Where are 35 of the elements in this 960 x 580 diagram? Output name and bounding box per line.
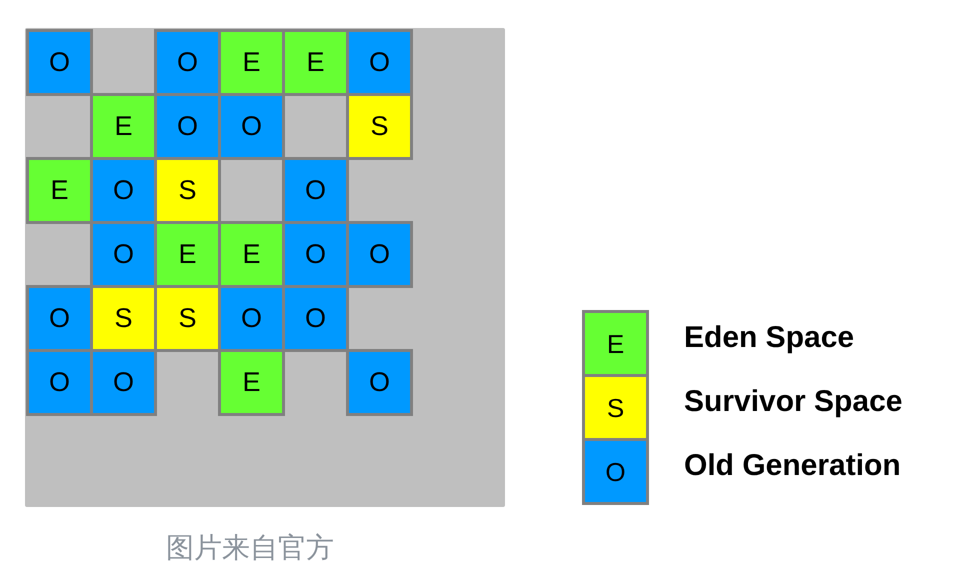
legend-label: Eden Space xyxy=(684,320,854,356)
region-box: O xyxy=(26,285,93,352)
region-box: O xyxy=(346,29,413,96)
region-box: S xyxy=(346,93,413,160)
region-box: S xyxy=(154,157,221,224)
caption: 图片来自官方 xyxy=(166,531,334,565)
region-box: E xyxy=(154,221,221,288)
region-box: E xyxy=(26,157,93,224)
region-box: O xyxy=(154,29,221,96)
region-box: S xyxy=(90,285,157,352)
region-box: O xyxy=(282,157,349,224)
region-box: O xyxy=(90,157,157,224)
region-box: O xyxy=(90,221,157,288)
region-box: E xyxy=(218,29,285,96)
legend-swatch: E xyxy=(582,310,649,377)
region-box: O xyxy=(90,349,157,416)
region-box: O xyxy=(154,93,221,160)
legend-label: Survivor Space xyxy=(684,384,902,420)
region-box: O xyxy=(282,285,349,352)
region-box: O xyxy=(282,221,349,288)
region-box: O xyxy=(346,349,413,416)
region-box: O xyxy=(346,221,413,288)
heap-panel xyxy=(25,28,505,507)
region-box: O xyxy=(26,29,93,96)
region-box: S xyxy=(154,285,221,352)
region-box: E xyxy=(90,93,157,160)
region-box: E xyxy=(218,349,285,416)
region-box: E xyxy=(218,221,285,288)
region-box: O xyxy=(218,93,285,160)
legend-label: Old Generation xyxy=(684,448,901,484)
region-box: E xyxy=(282,29,349,96)
legend-swatch: O xyxy=(582,438,649,505)
region-box: O xyxy=(26,349,93,416)
legend-swatch: S xyxy=(582,374,649,441)
region-box: O xyxy=(218,285,285,352)
